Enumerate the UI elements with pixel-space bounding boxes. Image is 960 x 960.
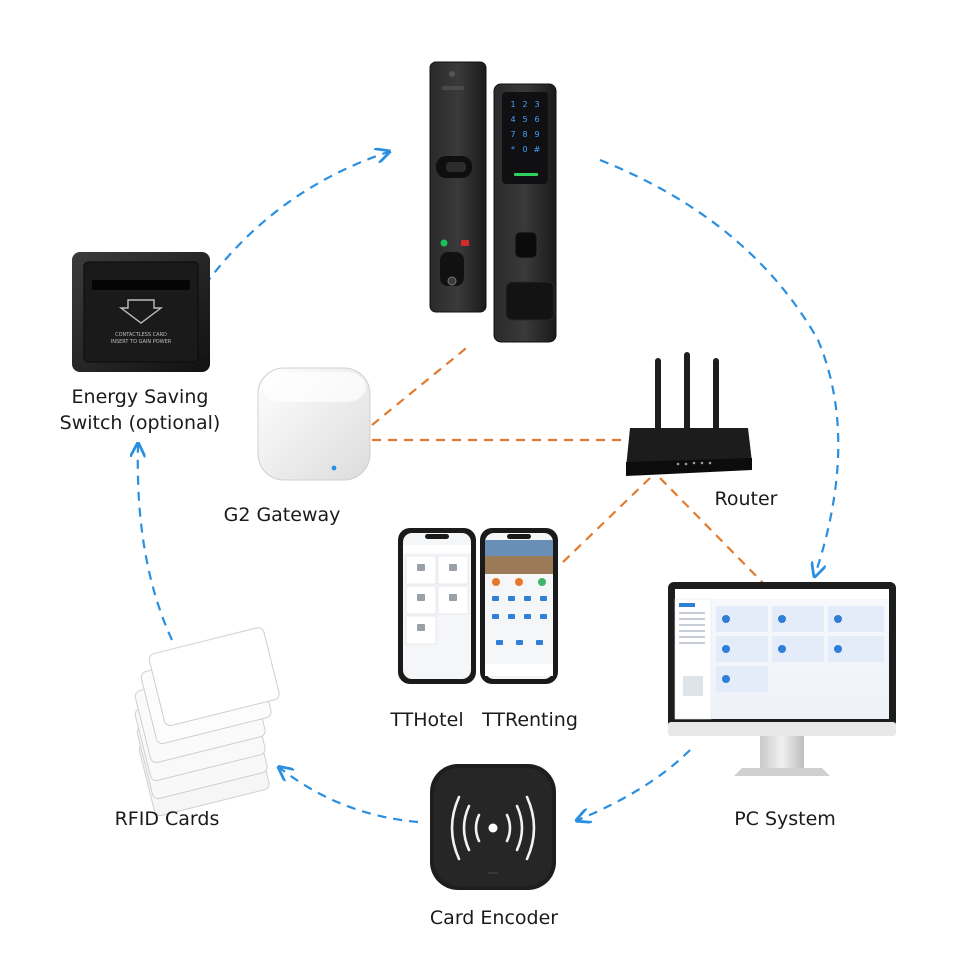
keypad-key: 3 bbox=[534, 100, 539, 109]
switch-slot-text-2: INSERT TO GAIN POWER bbox=[111, 339, 172, 345]
gateway-icon bbox=[257, 367, 371, 481]
keypad-key: 5 bbox=[522, 115, 527, 124]
card-encoder-label: Card Encoder bbox=[429, 907, 559, 929]
arrow-lock-to-pc bbox=[599, 158, 840, 575]
tthotel-phone-icon bbox=[398, 528, 476, 684]
keypad-key: 4 bbox=[510, 115, 515, 124]
ttrenting-label: TTRenting bbox=[482, 709, 578, 731]
energy-switch-label-line2: Switch (optional) bbox=[59, 412, 221, 434]
keypad-key: 7 bbox=[510, 130, 515, 139]
arrow-encoder-to-rfid bbox=[280, 768, 419, 824]
energy-switch-label-line1: Energy Saving bbox=[71, 386, 209, 408]
card-encoder-icon bbox=[430, 764, 556, 890]
energy-switch-label: Energy Saving Switch (optional) bbox=[40, 384, 240, 436]
rfid-cards-label: RFID Cards bbox=[114, 808, 220, 830]
link-gateway-to-lock bbox=[371, 344, 471, 426]
pc-monitor-icon bbox=[668, 582, 896, 776]
keypad-key: * bbox=[511, 145, 515, 154]
pc-system-label: PC System bbox=[734, 808, 836, 830]
keypad-key: 2 bbox=[522, 100, 527, 109]
keypad-key: 6 bbox=[534, 115, 539, 124]
tthotel-label: TTHotel bbox=[390, 709, 464, 731]
energy-switch-icon: CONTACTLESS CARD INSERT TO GAIN POWER bbox=[72, 252, 210, 372]
router-label: Router bbox=[714, 488, 778, 510]
network-links bbox=[371, 344, 769, 589]
keypad-key: 1 bbox=[510, 100, 515, 109]
rfid-cards-icon bbox=[134, 627, 280, 817]
arrow-switch-to-lock bbox=[204, 152, 388, 286]
link-router-to-pc bbox=[659, 477, 769, 589]
switch-slot-text-1: CONTACTLESS CARD bbox=[115, 332, 167, 338]
link-router-to-apps bbox=[559, 477, 651, 566]
router-icon bbox=[626, 352, 752, 476]
cycle-arrows bbox=[138, 152, 840, 824]
arrow-rfid-to-switch bbox=[138, 445, 173, 641]
ttrenting-phone-icon bbox=[480, 528, 558, 684]
gateway-label: G2 Gateway bbox=[223, 504, 341, 526]
keypad-key: 0 bbox=[522, 145, 527, 154]
keypad-key: 9 bbox=[534, 130, 539, 139]
keypad-key: # bbox=[534, 145, 541, 154]
arrow-pc-to-encoder bbox=[578, 749, 691, 820]
keypad-key: 8 bbox=[522, 130, 527, 139]
